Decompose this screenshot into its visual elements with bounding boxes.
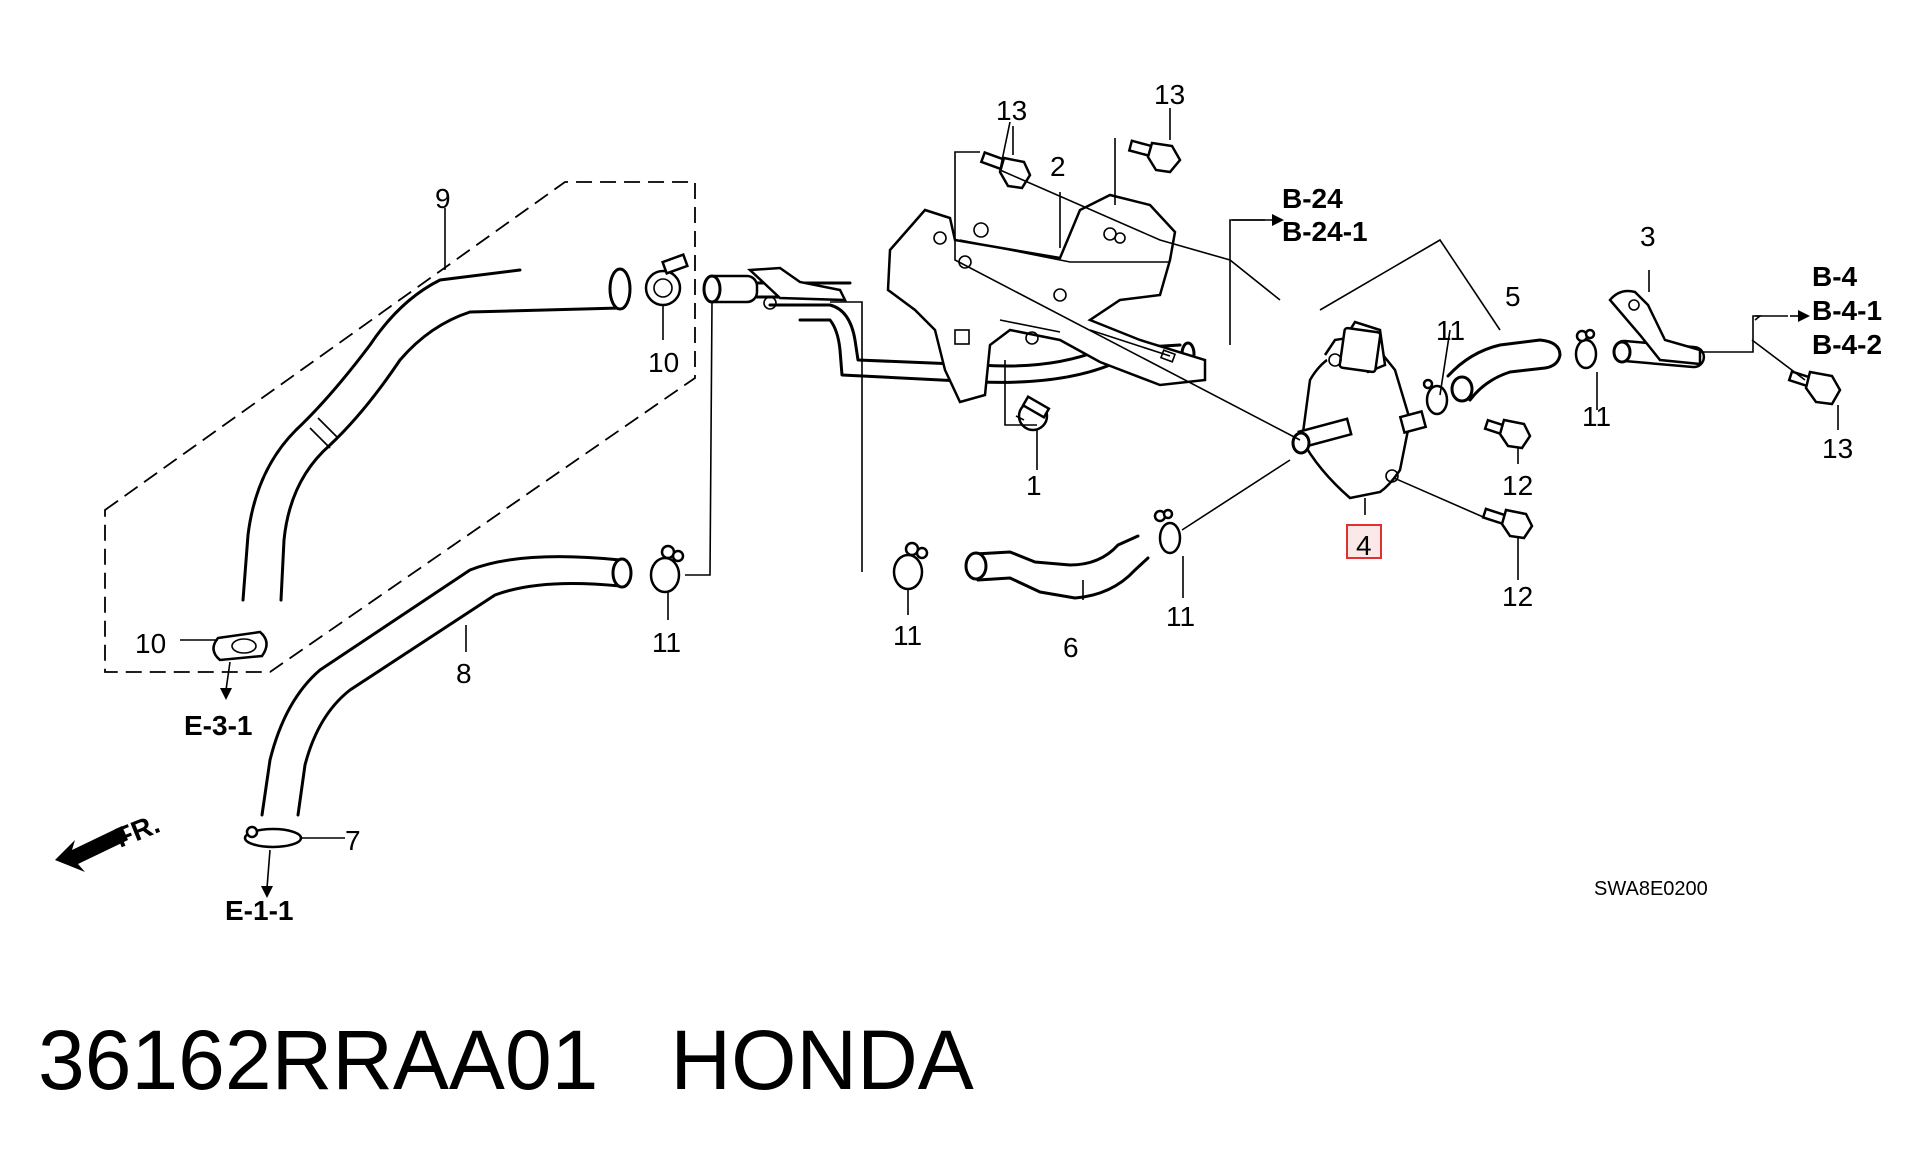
bolt-12-lower[interactable]: [1481, 507, 1534, 540]
hose-8[interactable]: [260, 555, 633, 817]
clamp-1[interactable]: [1015, 394, 1051, 432]
footer: 36162RRAA01 HONDA: [38, 1012, 1046, 1109]
callout-13-a: 13: [996, 95, 1027, 126]
highlight-box-part-4: [1346, 524, 1382, 559]
reference-labels[interactable]: B-24 B-24-1 B-4 B-4-1 B-4-2 E-3-1 E-1-1: [184, 183, 1882, 926]
callout-11-d: 11: [1436, 315, 1465, 346]
clamp-11-e[interactable]: [1574, 328, 1598, 370]
ref-b4: B-4: [1812, 261, 1858, 292]
ref-b24: B-24: [1282, 183, 1343, 214]
ref-b42: B-4-2: [1812, 329, 1882, 360]
callout-8: 8: [456, 658, 472, 689]
callout-11-c: 11: [1166, 601, 1195, 632]
callout-13-c: 13: [1822, 433, 1853, 464]
hose-5[interactable]: [1446, 338, 1562, 403]
callout-13-b: 13: [1154, 79, 1185, 110]
callout-11-e: 11: [1582, 401, 1611, 432]
clamp-11-d[interactable]: [1422, 378, 1449, 416]
callout-4: 4: [1356, 530, 1372, 561]
front-direction-arrow: FR.: [55, 808, 164, 872]
callout-12-b: 12: [1502, 581, 1533, 612]
part-number: 36162RRAA01: [38, 1013, 599, 1107]
brand-name: HONDA: [670, 1013, 974, 1107]
callout-10-bottom: 10: [135, 628, 166, 659]
ref-e31: E-3-1: [184, 710, 252, 741]
dashed-group-boundary: [104, 181, 696, 673]
bolt-12-upper[interactable]: [1483, 418, 1532, 450]
callout-5: 5: [1505, 281, 1521, 312]
hose-6[interactable]: [964, 534, 1150, 600]
bolt-13-top-left[interactable]: [979, 150, 1032, 190]
bolt-13-top-right[interactable]: [1127, 139, 1182, 174]
reference-arrows: [220, 214, 1810, 898]
callout-9: 9: [435, 183, 451, 214]
clamp-11-c[interactable]: [1153, 508, 1182, 555]
callout-7: 7: [345, 825, 361, 856]
bracket-2[interactable]: [886, 193, 1207, 404]
clamp-11-b[interactable]: [892, 541, 929, 591]
callout-12-a: 12: [1502, 470, 1533, 501]
clamp-7[interactable]: [243, 825, 303, 849]
valve-part-4[interactable]: [1291, 320, 1428, 500]
pipe-bracket-3[interactable]: [1608, 289, 1706, 369]
callout-6: 6: [1063, 632, 1079, 663]
leader-lines: [180, 108, 1839, 839]
callout-numbers[interactable]: 9 10 10 8 7 11 11 6 11 1 13 2 13 4 11 5 …: [135, 79, 1853, 856]
hose-9[interactable]: [241, 267, 632, 602]
callout-10-top: 10: [648, 347, 679, 378]
drawing-code: SWA8E0200: [1594, 878, 1708, 900]
ref-e11: E-1-1: [225, 895, 293, 926]
callout-2: 2: [1050, 151, 1066, 182]
callout-11-a: 11: [652, 627, 681, 658]
bolt-13-right[interactable]: [1787, 369, 1842, 406]
callout-11-b: 11: [893, 620, 922, 651]
clamp-10-bottom[interactable]: [212, 630, 268, 662]
clamp-11-a[interactable]: [649, 544, 685, 594]
ref-b241: B-24-1: [1282, 216, 1368, 247]
ref-b41: B-4-1: [1812, 295, 1882, 326]
direction-label: FR.: [111, 808, 164, 854]
clamp-10-top[interactable]: [644, 252, 689, 307]
callout-1: 1: [1026, 470, 1042, 501]
callout-3: 3: [1640, 221, 1656, 252]
